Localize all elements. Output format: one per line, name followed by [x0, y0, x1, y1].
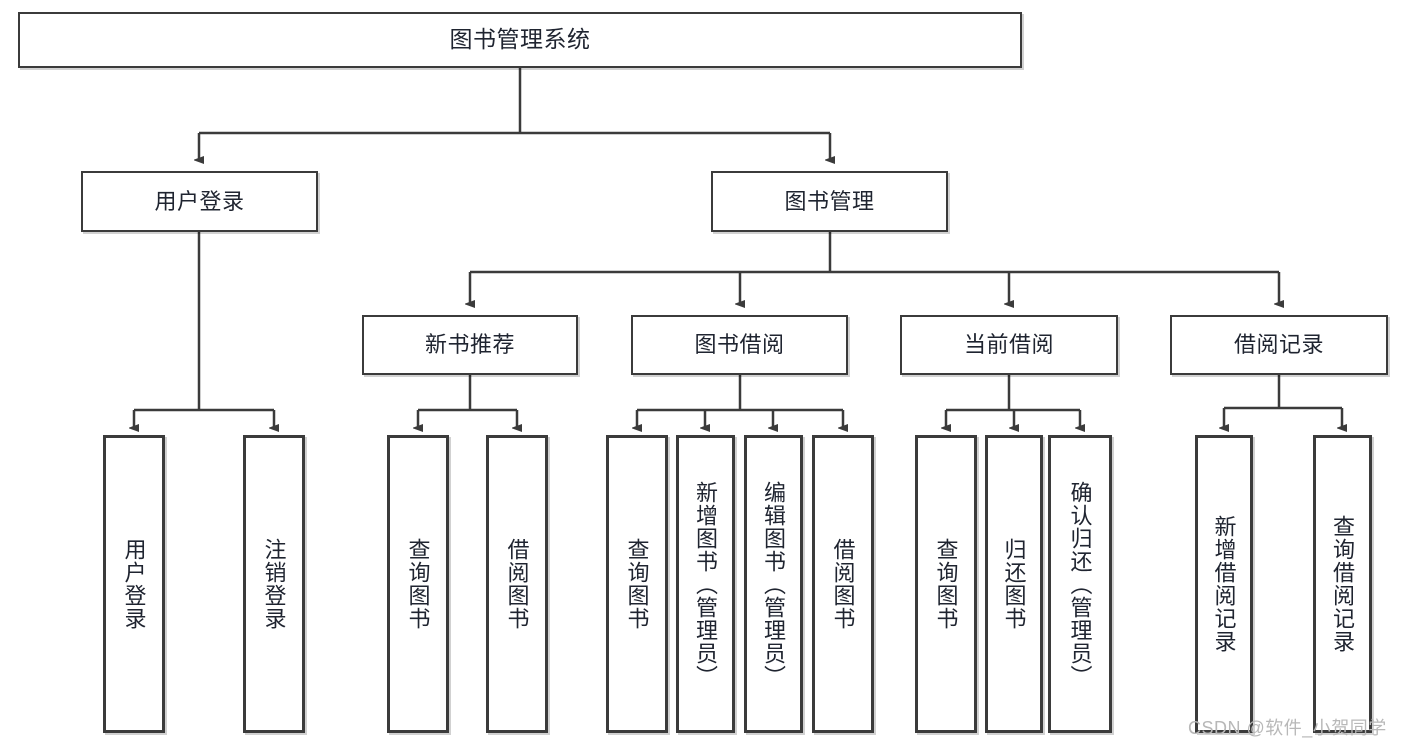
node-label: 图书借阅: [694, 332, 785, 358]
node-label: 查询图书: [933, 538, 959, 630]
node-label: 注销登录: [261, 538, 287, 630]
leaf-add-book-admin[interactable]: 新增图书（管理员）: [676, 435, 735, 733]
leaf-edit-book-admin[interactable]: 编辑图书（管理员）: [744, 435, 803, 733]
leaf-query-book-newbook[interactable]: 查询图书: [387, 435, 449, 733]
node-label: 查询借阅记录: [1330, 515, 1356, 653]
leaf-logout[interactable]: 注销登录: [243, 435, 305, 733]
node-root-system[interactable]: 图书管理系统: [18, 12, 1022, 68]
node-label: 用户登录: [121, 538, 147, 630]
node-label: 借阅图书: [504, 538, 530, 630]
leaf-user-login[interactable]: 用户登录: [103, 435, 165, 733]
node-label: 新增图书（管理员）: [693, 480, 719, 688]
leaf-add-borrow-record[interactable]: 新增借阅记录: [1195, 435, 1253, 733]
node-label: 当前借阅: [963, 332, 1054, 358]
node-book-borrow[interactable]: 图书借阅: [631, 315, 848, 375]
node-label: 查询图书: [624, 538, 650, 630]
leaf-query-borrow-record[interactable]: 查询借阅记录: [1313, 435, 1372, 733]
node-current-borrow[interactable]: 当前借阅: [900, 315, 1118, 375]
leaf-borrow-book-newbook[interactable]: 借阅图书: [486, 435, 548, 733]
leaf-query-book-borrow[interactable]: 查询图书: [606, 435, 668, 733]
node-label: 借阅记录: [1233, 332, 1324, 358]
node-label: 查询图书: [405, 538, 431, 630]
node-user-login[interactable]: 用户登录: [81, 171, 318, 232]
node-label: 编辑图书（管理员）: [761, 480, 787, 688]
node-label: 新增借阅记录: [1211, 515, 1237, 653]
node-label: 图书管理: [784, 188, 875, 214]
node-book-management[interactable]: 图书管理: [711, 171, 948, 232]
node-label: 借阅图书: [830, 538, 856, 630]
node-label: 新书推荐: [424, 332, 515, 358]
node-label: 用户登录: [154, 188, 245, 214]
node-label: 确认归还（管理员）: [1067, 480, 1093, 688]
leaf-query-book-current[interactable]: 查询图书: [915, 435, 977, 733]
node-label: 归还图书: [1001, 538, 1027, 630]
leaf-borrow-book[interactable]: 借阅图书: [812, 435, 874, 733]
csdn-watermark: CSDN @软件_小贺同学: [1188, 718, 1387, 738]
node-label: 图书管理系统: [449, 26, 591, 53]
leaf-confirm-return-admin[interactable]: 确认归还（管理员）: [1048, 435, 1112, 733]
leaf-return-book[interactable]: 归还图书: [985, 435, 1043, 733]
node-new-book-recommend[interactable]: 新书推荐: [362, 315, 578, 375]
node-borrow-record[interactable]: 借阅记录: [1170, 315, 1388, 375]
